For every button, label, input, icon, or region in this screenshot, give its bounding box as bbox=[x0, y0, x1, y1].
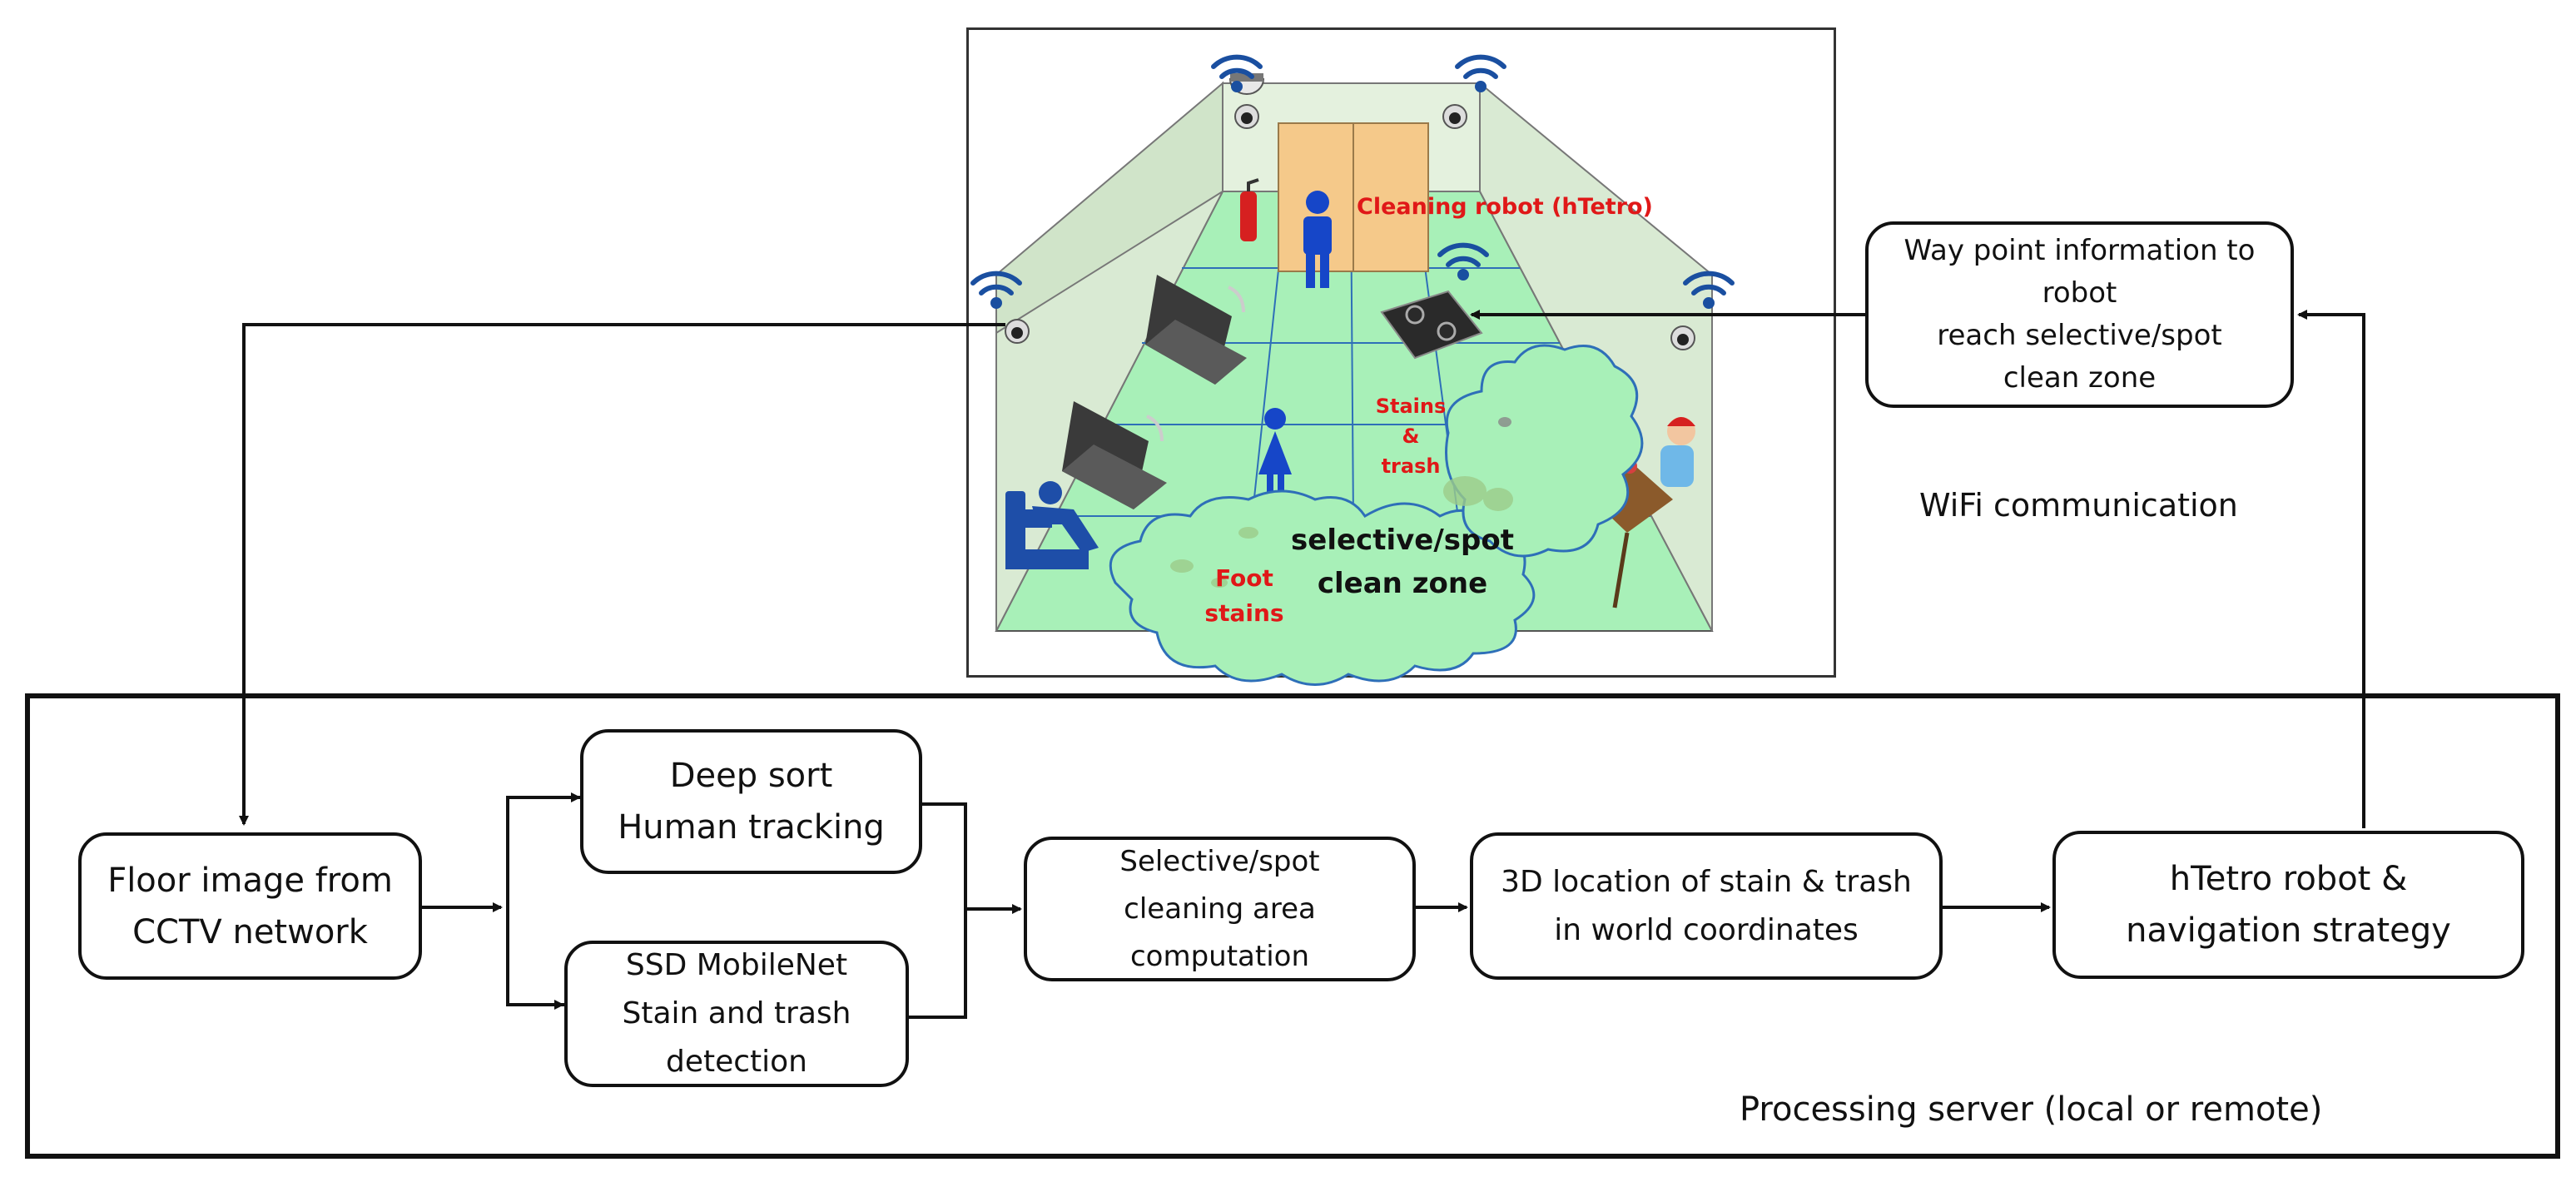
node-line: detection bbox=[665, 1045, 807, 1079]
arrow-cctv-to-floor-image bbox=[239, 323, 1005, 826]
room-scene bbox=[970, 54, 1735, 686]
node-line: Deep sort bbox=[669, 757, 833, 795]
zone-line-1: selective/spot bbox=[1291, 524, 1514, 557]
stains-line-2: & bbox=[1402, 425, 1420, 448]
node-line: computation bbox=[1129, 939, 1310, 973]
bench-icon bbox=[1062, 401, 1167, 509]
cctv-camera-icon bbox=[1005, 319, 1030, 344]
location-3d-node: 3D location of stain & trash in world co… bbox=[1470, 832, 1943, 980]
wifi-communication-label: WiFi communication bbox=[1919, 487, 2238, 524]
cctv-camera-icon bbox=[1670, 325, 1695, 350]
processing-server-frame bbox=[25, 693, 2560, 1159]
node-line: Floor image from bbox=[107, 861, 393, 900]
waypoint-node: Way point information to robot reach sel… bbox=[1865, 221, 2294, 408]
node-line: in world coordinates bbox=[1554, 912, 1859, 947]
node-line: CCTV network bbox=[132, 912, 368, 951]
woman-icon bbox=[1258, 408, 1292, 503]
cctv-camera-icon bbox=[1442, 104, 1467, 129]
arrow-htetro-to-waypoint bbox=[2297, 310, 2365, 828]
stains-line-3: trash bbox=[1381, 454, 1441, 478]
zone-line-2: clean zone bbox=[1317, 567, 1488, 600]
fire-extinguisher-icon bbox=[1240, 178, 1259, 241]
connectors bbox=[239, 310, 2365, 1019]
man-icon bbox=[1303, 191, 1332, 288]
node-line: SSD MobileNet bbox=[625, 948, 848, 982]
node-line: reach selective/spot bbox=[1937, 319, 2222, 352]
node-line: navigation strategy bbox=[2126, 911, 2451, 950]
bench-icon bbox=[1145, 275, 1247, 385]
node-line: Human tracking bbox=[618, 808, 885, 847]
htetro-robot-icon bbox=[1380, 290, 1483, 360]
ssd-mobilenet-node: SSD MobileNet Stain and trash detection bbox=[564, 941, 909, 1087]
node-line: Way point information to bbox=[1903, 234, 2256, 267]
htetro-navigation-node: hTetro robot & navigation strategy bbox=[2052, 831, 2524, 979]
floor-image-node: Floor image from CCTV network bbox=[78, 832, 422, 980]
wheelchair-worker-icon bbox=[1005, 481, 1099, 569]
node-line: Stain and trash bbox=[622, 996, 851, 1031]
node-line: clean zone bbox=[2003, 361, 2157, 395]
node-line: 3D location of stain & trash bbox=[1501, 864, 1912, 899]
foot-line-1: Foot bbox=[1215, 564, 1273, 592]
foot-line-2: stains bbox=[1204, 599, 1284, 627]
node-line: Selective/spot bbox=[1119, 844, 1320, 878]
deep-sort-node: Deep sort Human tracking bbox=[580, 729, 922, 874]
processing-server-label: Processing server (local or remote) bbox=[1740, 1090, 2323, 1129]
stain-marks bbox=[1170, 417, 1513, 588]
stains-line-1: Stains bbox=[1375, 395, 1447, 418]
stains-trash-label: Stains & trash bbox=[1365, 391, 1457, 481]
node-line: cleaning area bbox=[1124, 891, 1316, 926]
node-line: robot bbox=[2042, 276, 2117, 310]
node-line: hTetro robot & bbox=[2169, 860, 2408, 898]
selective-area-node: Selective/spot cleaning area computation bbox=[1024, 837, 1416, 981]
wifi-icon bbox=[970, 54, 1735, 309]
robot-label: Cleaning robot (hTetro) bbox=[1357, 194, 1653, 220]
zone-label: selective/spot clean zone bbox=[1273, 519, 1531, 605]
foot-stains-label: Foot stains bbox=[1190, 561, 1298, 631]
